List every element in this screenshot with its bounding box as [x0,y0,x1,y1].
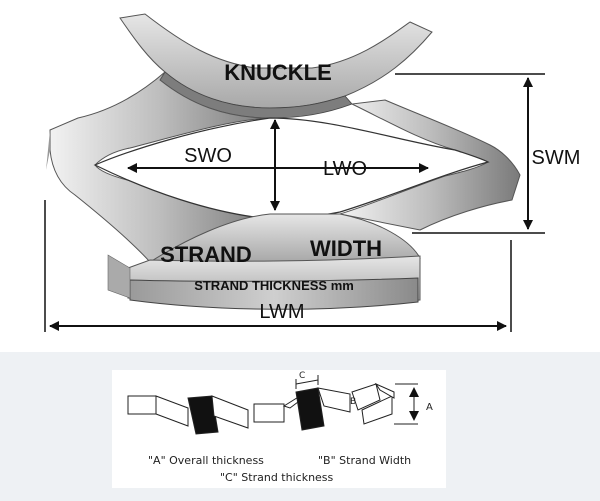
label-lwo: LWO [323,158,367,180]
label-swm: SWM [532,147,581,169]
caption-strand-width: "B" Strand Width [318,454,411,467]
label-knuckle: KNUCKLE [224,60,332,85]
label-swo: SWO [184,145,232,167]
lower-strand [107,213,421,310]
section-label-b: B [350,397,356,407]
caption-overall-thickness: "A" Overall thickness [148,454,264,467]
label-strand-thickness: STRAND THICKNESS mm [194,278,354,293]
label-width: WIDTH [310,236,382,261]
c-dimension-line [295,379,319,385]
label-strand: STRAND [160,242,252,267]
caption-strand-thickness: "C" Strand thickness [220,471,334,484]
section-card [112,370,446,488]
section-label-c: C [299,371,305,381]
label-lwm: LWM [259,301,304,323]
section-label-a: A [426,402,433,413]
cross-section-drawing [127,382,395,435]
